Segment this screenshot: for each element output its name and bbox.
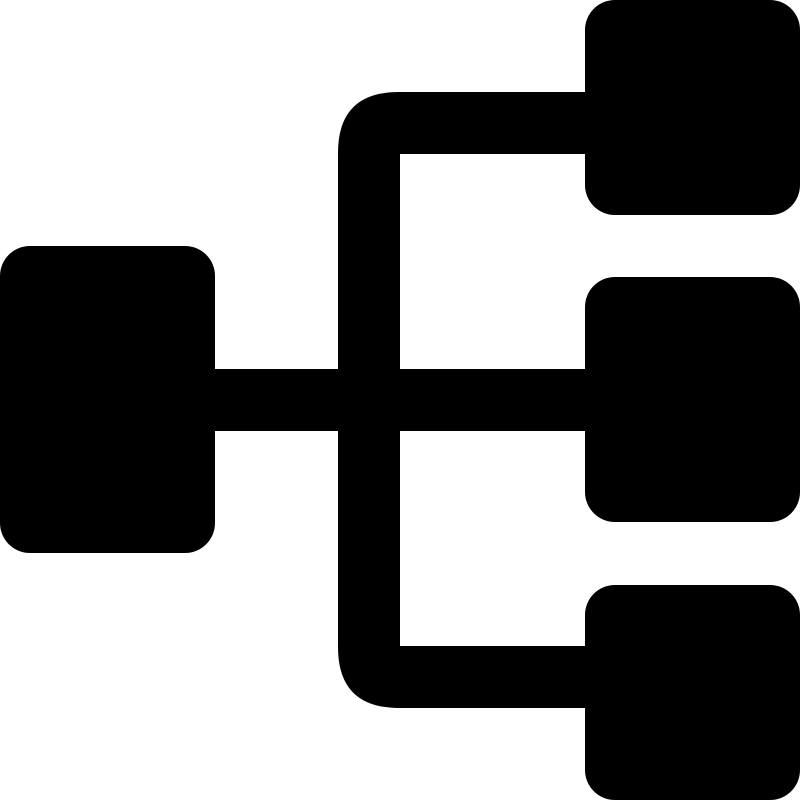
child-node-middle (585, 277, 800, 522)
root-node (0, 246, 215, 553)
child-node-bottom (585, 585, 800, 800)
child-node-top (585, 0, 800, 215)
branch-trunk (338, 92, 600, 708)
